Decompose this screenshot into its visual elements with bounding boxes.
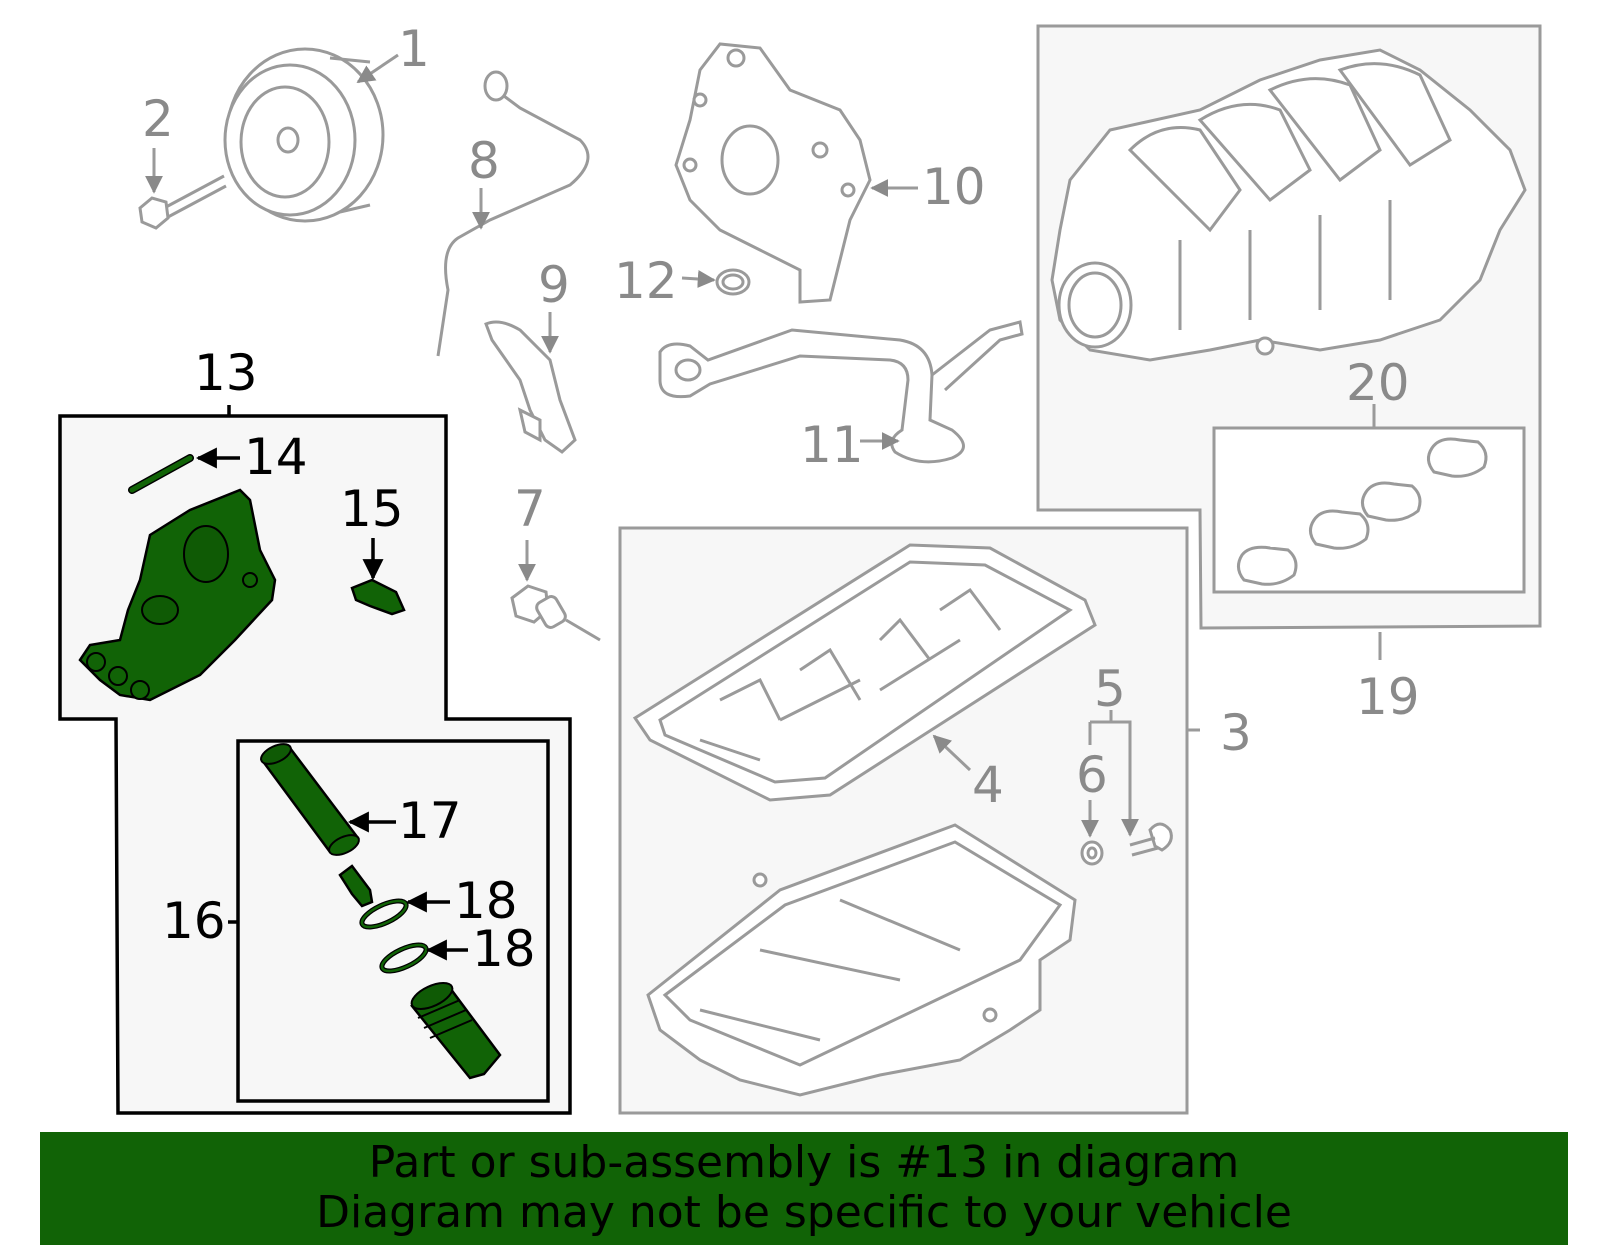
part-19-intake-manifold[interactable] — [1050, 48, 1527, 362]
part-7-oil-sensor[interactable] — [510, 584, 601, 642]
part-18-o-ring-upper[interactable] — [358, 896, 409, 933]
part-8-oil-dipstick[interactable] — [436, 70, 590, 357]
callout-11: 11 — [800, 416, 864, 474]
part-9-dipstick-tube[interactable] — [484, 320, 577, 454]
part-3-oil-pan[interactable] — [646, 823, 1077, 1097]
banner-line-1: Part or sub-assembly is #13 in diagram — [368, 1137, 1240, 1188]
part-5-oil-pan-bolt[interactable] — [1129, 822, 1173, 857]
callout-17: 17 — [398, 792, 462, 850]
part-20-intake-gaskets[interactable] — [1237, 437, 1488, 586]
callout-3: 3 — [1220, 704, 1252, 762]
part-17-oil-filter-element[interactable] — [258, 740, 362, 859]
notice-banner: Part or sub-assembly is #13 in diagram D… — [40, 1132, 1568, 1245]
part-bypass-valve — [338, 864, 374, 908]
callout-19: 19 — [1356, 668, 1420, 726]
callout-9: 9 — [538, 256, 570, 314]
part-18-o-ring-lower[interactable] — [378, 940, 429, 977]
part-2-pulley-bolt[interactable] — [138, 174, 227, 230]
banner-line-2: Diagram may not be specific to your vehi… — [316, 1187, 1292, 1238]
callout-6: 6 — [1076, 746, 1108, 804]
callout-2: 2 — [142, 90, 174, 148]
callout-1: 1 — [398, 20, 430, 78]
part-14-dowel-pin[interactable] — [128, 454, 194, 494]
callout-18-lower: 18 — [472, 920, 536, 978]
part-1-crankshaft-pulley[interactable] — [223, 47, 385, 223]
callout-10: 10 — [922, 158, 986, 216]
callout-16: 16 — [162, 892, 226, 950]
callout-18-upper: 18 — [454, 872, 518, 930]
callout-13: 13 — [194, 344, 258, 402]
part-6-washer[interactable] — [1080, 840, 1104, 866]
part-11-oil-pickup-tube[interactable] — [658, 320, 1024, 464]
part-15-pressure-sensor[interactable] — [350, 578, 406, 616]
callout-12: 12 — [614, 252, 678, 310]
callout-8: 8 — [468, 132, 500, 190]
callout-20: 20 — [1346, 354, 1410, 412]
callout-5: 5 — [1094, 660, 1126, 718]
part-10-oil-pump[interactable] — [674, 42, 872, 304]
part-12-o-ring[interactable] — [715, 268, 751, 296]
part-4-oil-pan-gasket[interactable] — [632, 543, 1097, 802]
part-13-oil-filter-housing[interactable] — [78, 488, 277, 702]
callout-7: 7 — [514, 480, 546, 538]
callout-15: 15 — [340, 480, 404, 538]
callout-14: 14 — [244, 428, 308, 486]
part-oil-filter-cap — [410, 982, 502, 1080]
callout-4: 4 — [972, 756, 1004, 814]
